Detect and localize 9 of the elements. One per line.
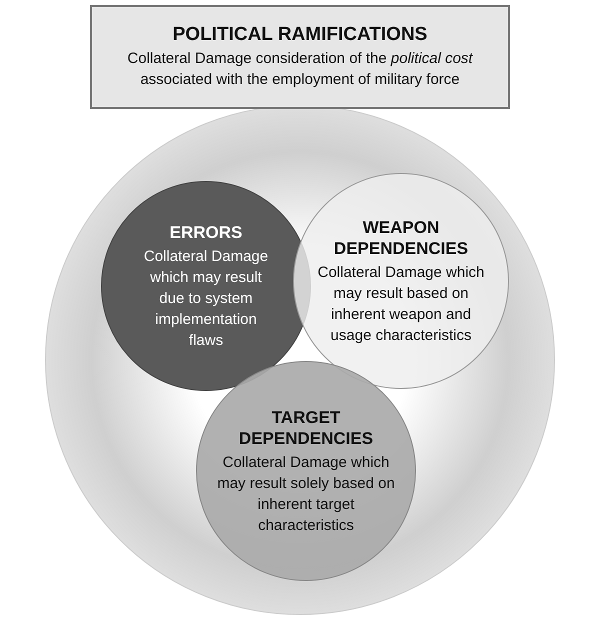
title-box xyxy=(90,5,510,109)
heading: TARGET DEPENDENCIES xyxy=(238,406,374,448)
description: Collateral Damage which may result due to system implementation flaws xyxy=(142,246,270,350)
description: Collateral Damage which may result solely based on inherent target characteristics xyxy=(217,452,395,536)
heading: ERRORS xyxy=(170,222,242,242)
heading: POLITICAL RAMIFICATIONS xyxy=(172,24,428,45)
description: Collateral Damage which may result based on inherent weapon and usage characteristics xyxy=(316,262,486,346)
description: Collateral Damage consideration of the political cost associated with the employment of military force xyxy=(126,49,474,90)
heading: WEAPON DEPENDENCIES xyxy=(332,216,470,258)
